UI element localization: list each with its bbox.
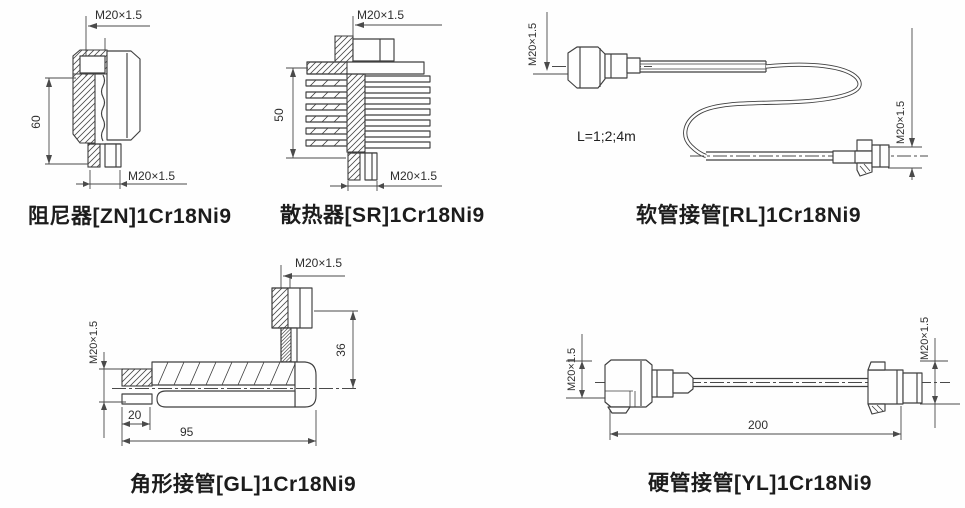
rl-caption: 软管接管[RL]1Cr18Ni9	[636, 204, 862, 227]
rl-thread-left-label: M20×1.5	[527, 23, 539, 66]
zn-thread-top-label: M20×1.5	[95, 8, 142, 22]
zn-caption: 阻尼器[ZN]1Cr18Ni9	[28, 205, 232, 228]
gl-thread-top-label: M20×1.5	[295, 256, 342, 270]
rl-length-note: L=1;2;4m	[577, 128, 636, 144]
yl-thread-right-label: M20×1.5	[919, 317, 931, 360]
sr-caption: 散热器[SR]1Cr18Ni9	[280, 204, 485, 227]
gl-riser-dim: 36	[334, 343, 348, 357]
zn-height-dim: 60	[29, 115, 43, 129]
yl-thread-left-label: M20×1.5	[566, 348, 578, 391]
zn-thread-bottom-label: M20×1.5	[128, 169, 175, 183]
gl-thread-side-label: M20×1.5	[88, 321, 100, 364]
yl-caption: 硬管接管[YL]1Cr18Ni9	[648, 472, 872, 495]
sr-heatsink-drawing: M20×1.5	[272, 8, 442, 191]
sr-right-fins	[364, 75, 431, 149]
gl-caption: 角形接管[GL]1Cr18Ni9	[130, 473, 357, 496]
yl-length-dim: 200	[748, 418, 768, 432]
sr-thread-top-label: M20×1.5	[357, 8, 404, 22]
sr-thread-bottom-label: M20×1.5	[390, 169, 437, 183]
zn-damper-drawing: M20×1.5 60 M20×1.5	[29, 8, 187, 189]
sr-height-dim: 50	[272, 108, 286, 122]
gl-offset-dim: 20	[128, 408, 142, 422]
yl-rigid-pipe-drawing: M20×1.5 M20×1.5	[566, 317, 960, 440]
rl-hose-drawing: M20×1.5	[527, 12, 928, 180]
rl-thread-right-label: M20×1.5	[895, 101, 907, 144]
gl-angle-connector-drawing: M20×1.5 M20×1.5	[88, 256, 358, 446]
sr-left-fins	[305, 79, 348, 147]
gl-length-dim: 95	[180, 425, 194, 439]
